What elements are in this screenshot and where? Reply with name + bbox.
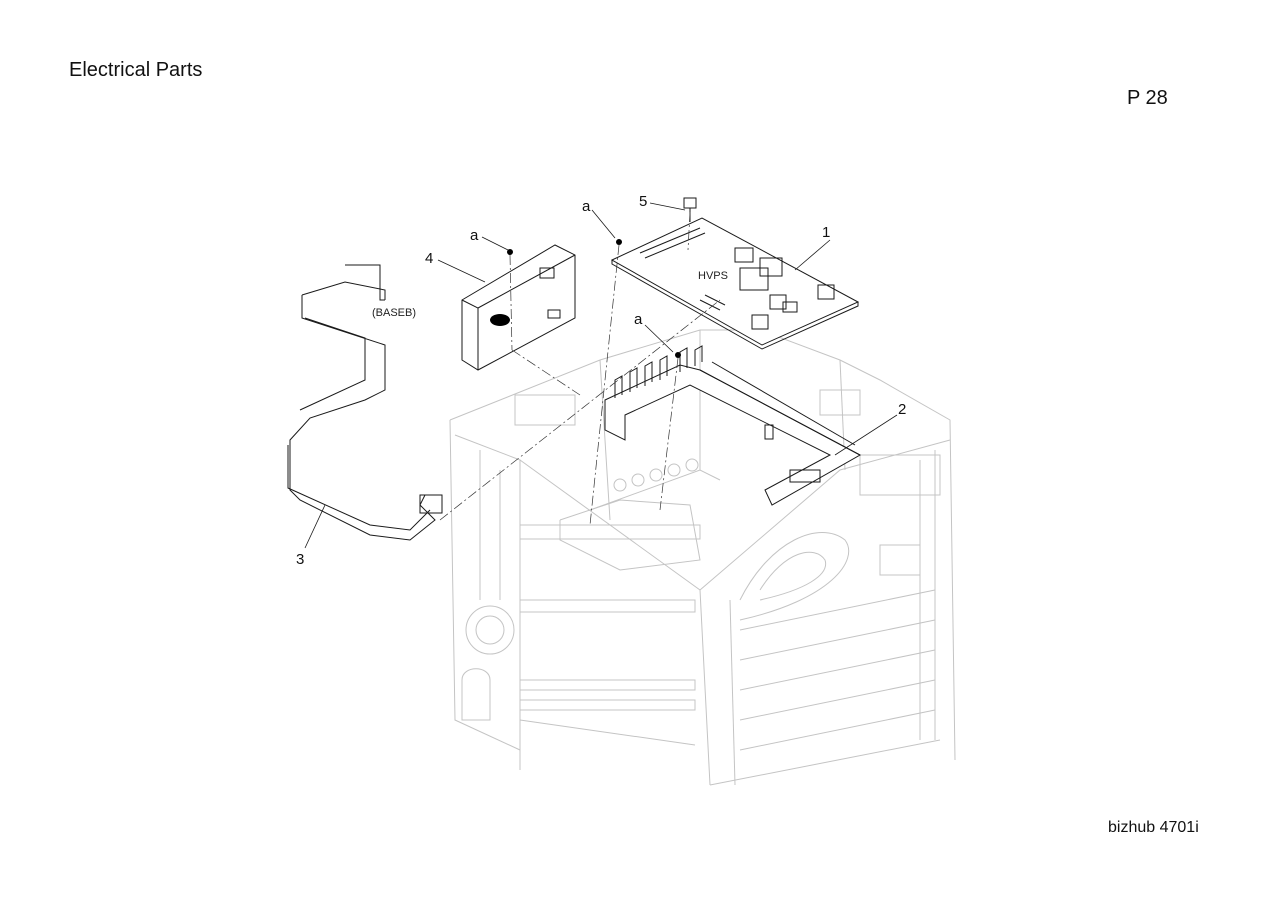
page-number: P 28 [1127,87,1168,109]
callout-4: 4 [425,250,433,267]
callout-a-cover: a [470,227,479,244]
callout-3: 3 [296,551,304,568]
callout-a-bracket: a [634,311,643,328]
screws [507,239,681,358]
harness-bracket [604,345,862,506]
hvps-board [610,217,860,350]
baseb-label: (BASEB) [372,307,416,319]
callout-1: 1 [822,224,830,241]
callout-a-board: a [582,198,591,215]
hvps-label: HVPS [698,270,728,282]
model-name: bizhub 4701i [1108,819,1199,836]
assembly-lines [439,211,721,526]
callout-5: 5 [639,193,647,210]
cover-plate [461,244,576,371]
leader-lines [304,202,898,549]
machine-frame [449,329,956,786]
callout-2: 2 [898,401,906,418]
flat-cable [287,264,443,541]
page-title: Electrical Parts [69,59,203,81]
